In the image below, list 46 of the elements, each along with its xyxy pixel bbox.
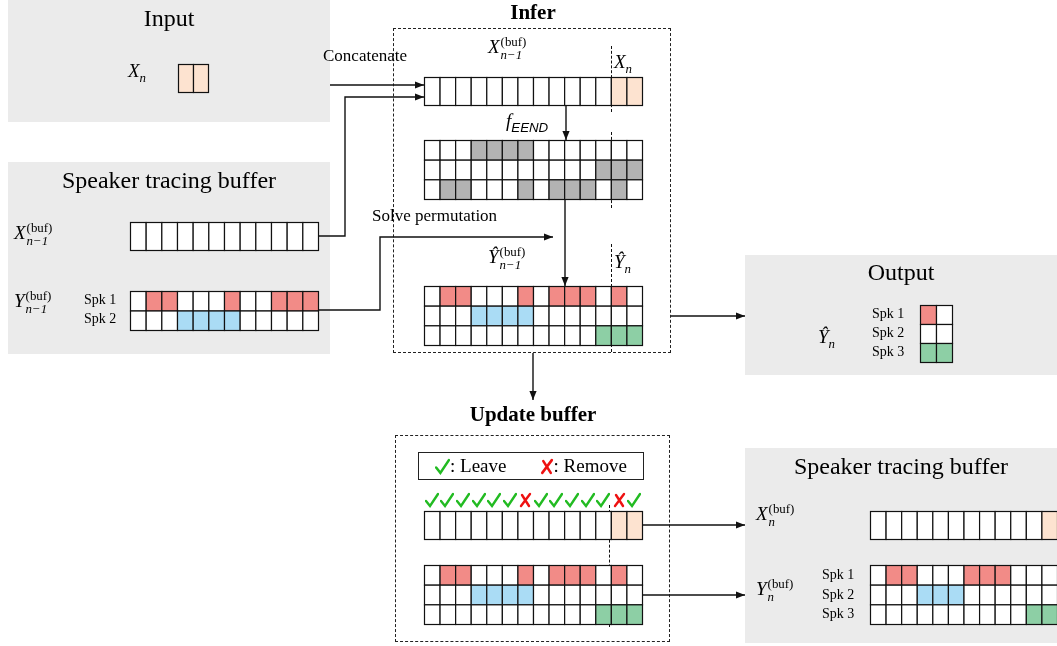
edge-label: Solve permutation [372, 206, 498, 226]
row-label: Spk 2 [872, 324, 905, 342]
row-label: Spk 2 [822, 586, 855, 604]
arrow [317, 93, 425, 237]
panel [8, 162, 330, 354]
legend-text: : Remove [553, 455, 627, 477]
math-label: X$_{n}$ [128, 61, 147, 85]
cell-grid [130, 291, 319, 331]
arrow [561, 198, 569, 287]
edge-label: Concatenate [323, 46, 407, 66]
cell-grid [870, 511, 1057, 540]
cell-grid [424, 77, 643, 106]
arrow [562, 104, 570, 141]
legend-text: : Leave [450, 455, 507, 477]
panel-title: Speaker tracing buffer [61, 167, 277, 194]
math-label: Ŷ$_{n}$ [614, 252, 632, 276]
panel-title: Input [143, 5, 195, 32]
row-label: Spk 1 [822, 566, 855, 584]
section-title: Infer [510, 1, 556, 25]
section-title: Update buffer [469, 403, 597, 427]
cell-grid [424, 511, 643, 540]
arrow [670, 312, 746, 320]
row-label: Spk 1 [84, 291, 117, 309]
cell-grid [870, 565, 1057, 625]
row-label: Spk 1 [872, 305, 905, 323]
panel [745, 255, 1057, 375]
arrow [641, 521, 746, 529]
panel-title: Output [867, 259, 935, 286]
row-label: Spk 2 [84, 310, 117, 328]
cell-grid [178, 64, 209, 93]
row-label: Spk 3 [872, 343, 905, 361]
cell-grid [424, 286, 643, 346]
edge-label: f$_{EEND}$ [506, 110, 549, 135]
math-label: X$_{n}$ [614, 52, 633, 76]
cell-grid [424, 565, 643, 625]
panel-title: Speaker tracing buffer [793, 453, 1009, 480]
arrow [641, 591, 746, 599]
cell-grid [130, 222, 319, 251]
row-label: Spk 3 [822, 605, 855, 623]
math-label: Ŷ$_{n}$ [818, 327, 836, 351]
cell-grid [920, 305, 953, 363]
arrow [317, 233, 554, 311]
arrow [329, 81, 425, 89]
panel [745, 448, 1057, 643]
cell-grid [424, 140, 643, 200]
arrow [529, 352, 537, 401]
